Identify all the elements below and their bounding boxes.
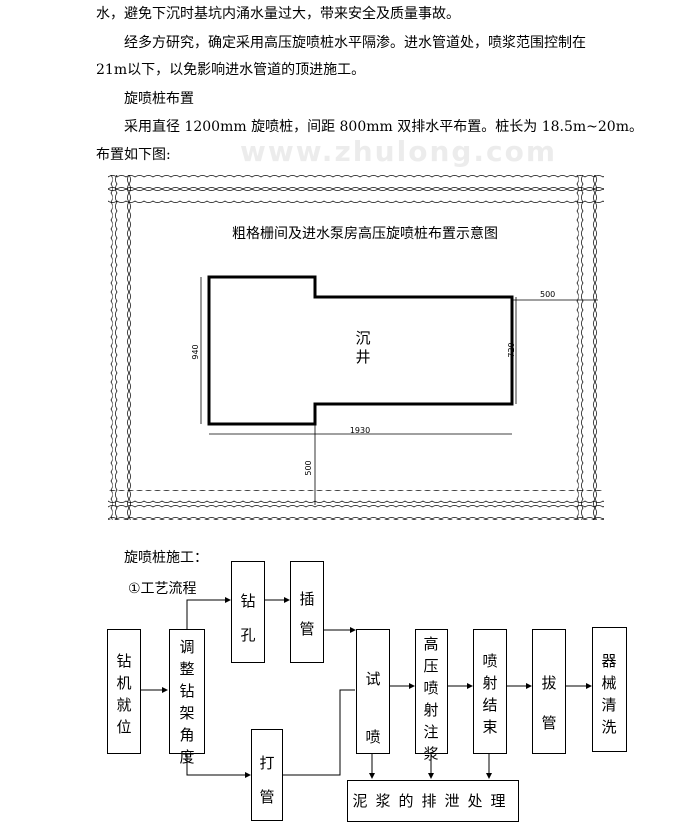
- dim-bottom-width: 1930: [350, 426, 370, 435]
- caisson-label-2: 井: [355, 348, 370, 366]
- heading-pile-layout: 旋喷桩布置: [124, 91, 194, 107]
- flow-step-insert-pipe: 插管: [290, 561, 324, 663]
- flow-step-equipment-cleaning: 器械清洗: [592, 627, 627, 752]
- caisson-label-1: 沉: [355, 329, 370, 347]
- flow-step-high-pressure-grouting: 高压喷射注浆: [415, 629, 448, 763]
- section-heading: 旋喷桩施工：: [124, 550, 208, 566]
- flow-step-pull-pipe: 拔管: [532, 629, 566, 754]
- paragraph-line-2: 经多方研究，确定采用高压旋喷桩水平隔渗。进水管道处，喷浆范围控制在: [124, 35, 586, 51]
- flow-step-drive-pipe: 打管: [251, 729, 283, 821]
- flow-step-adjust-angle: 调整钻架角度: [169, 629, 205, 766]
- dim-left-height: 940: [191, 344, 200, 359]
- caisson-outline: [207, 275, 514, 426]
- paragraph-line-1: 水，避免下沉时基坑内涌水量过大，带来安全及质量事故。: [96, 6, 460, 22]
- dim-right-height: 720: [507, 342, 516, 357]
- dim-bottom: 500: [304, 460, 313, 475]
- pile-ring-frame: [108, 175, 604, 520]
- flow-step-slurry-disposal: 泥浆的排泄处理: [347, 780, 519, 822]
- diagram-title: 粗格栅间及进水泵房高压旋喷桩布置示意图: [232, 225, 498, 242]
- paragraph-line-4: 采用直径 1200mm 旋喷桩，间距 800mm 双排水平布置。桩长为 18.5…: [124, 119, 643, 135]
- paragraph-line-3: 21m以下，以免影响进水管道的顶进施工。: [96, 62, 366, 78]
- flow-step-jet-end: 喷射结束: [473, 629, 507, 754]
- paragraph-line-5: 布置如下图:: [96, 147, 171, 163]
- flow-step-rig-positioning: 钻机就位: [107, 629, 141, 754]
- process-label: ①工艺流程: [128, 581, 197, 597]
- flow-step-drilling: 钻孔: [231, 561, 265, 663]
- dim-right: 500: [540, 290, 555, 299]
- flow-step-trial-jet: 试喷: [356, 629, 390, 754]
- watermark: www.zhulong.com: [240, 135, 558, 168]
